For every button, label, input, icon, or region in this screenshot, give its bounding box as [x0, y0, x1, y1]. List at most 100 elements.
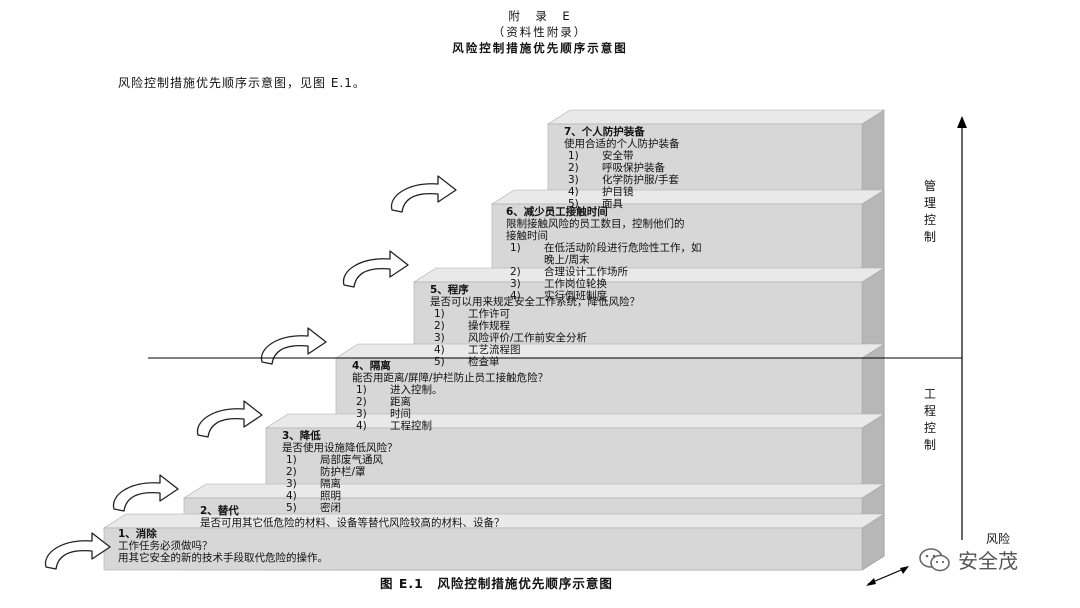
step-list-item: 5) 面具	[564, 198, 680, 210]
item-number: 1)	[568, 150, 579, 162]
step-description: 是否可用其它低危险的材料、设备等替代风险较高的材料、设备？	[200, 517, 505, 529]
step-list-item: 2)操作规程	[430, 320, 640, 332]
axis-arrowhead-icon	[957, 116, 967, 128]
item-number: 3)	[434, 332, 445, 344]
curved-arrow-shape	[44, 532, 111, 570]
step-list-item: 2) 距离	[352, 396, 548, 408]
step-list-item: 4) 工程控制	[352, 420, 548, 432]
curved-arrow-shape	[342, 250, 409, 288]
curved-arrow-shape	[260, 327, 327, 365]
intro-sentence: 风险控制措施优先顺序示意图，见图 E.1。	[118, 76, 366, 90]
step-description: 是否使用设施降低风险？	[282, 442, 398, 454]
item-text: 安全带	[602, 150, 634, 162]
step-title: 5、程序	[430, 284, 469, 296]
engineering-control-label: 工程控制	[923, 387, 936, 452]
item-number: 2)	[356, 396, 367, 408]
management-control-label: 管理控制	[923, 179, 936, 244]
appendix-subtitle: （资料性附录）	[492, 25, 588, 39]
step-description: 是否可以用来规定安全工作系统，降低风险？	[430, 296, 640, 308]
step-description: 接触时间	[506, 230, 548, 242]
risk-arrow-left-icon	[866, 578, 876, 586]
curved-arrow-shape	[196, 400, 263, 438]
step-description: 用其它安全的新的技术手段取代危险的操作。	[118, 552, 328, 564]
step-list-item: 1)在低活动阶段进行危险性工作，如	[506, 242, 702, 254]
item-text: 防护栏/罩	[320, 466, 366, 478]
item-number: 4)	[568, 186, 579, 198]
item-text: 工程控制	[390, 420, 432, 432]
step-list-item: 2) 防护栏/罩	[282, 466, 398, 478]
item-number: 4)	[356, 420, 367, 432]
curved-arrow-icon	[112, 474, 179, 512]
curved-arrow-icon	[342, 250, 409, 288]
stair-top-face	[546, 109, 886, 125]
item-text: 工作岗位轮换	[544, 278, 607, 290]
item-number: 4)	[286, 490, 297, 502]
step-list-item: 1) 安全带	[564, 150, 680, 162]
item-text: 呼吸保护装备	[602, 162, 665, 174]
step-title: 7、个人防护装备	[564, 126, 645, 138]
item-text: 护目镜	[602, 186, 634, 198]
curved-arrow-icon	[44, 532, 111, 570]
step-list-item: 4) 护目镜	[564, 186, 680, 198]
step-list-item: 4) 工艺流程图	[430, 344, 640, 356]
item-number: 3)	[510, 278, 521, 290]
item-number: 1)	[286, 454, 297, 466]
stair-front-face	[103, 527, 863, 571]
item-number: 3)	[568, 174, 579, 186]
step-title: 6、减少员工接触时间	[506, 206, 608, 218]
stair-top-face	[490, 189, 886, 205]
figure-caption: 图 E.1 风险控制措施优先顺序示意图	[380, 576, 613, 591]
watermark-text: 安全茂	[958, 549, 1018, 573]
item-number: 5)	[286, 502, 297, 514]
step-list-item: 晚上/周末	[506, 254, 702, 266]
curved-arrow-icon	[260, 327, 327, 365]
item-text: 操作规程	[468, 320, 510, 332]
step-list-item: 1)工作许可	[430, 308, 640, 320]
step-description: 工作任务必须做吗？	[118, 540, 213, 552]
item-text: 风险评价/工作前安全分析	[468, 332, 588, 344]
step-list-item: 3)隔离	[282, 478, 398, 490]
curved-arrows	[44, 175, 457, 570]
step-list-item: 3) 化学防护服/手套	[564, 174, 680, 186]
step-list-item: 1)进入控制。	[352, 384, 548, 396]
item-text: 工艺流程图	[468, 344, 521, 356]
item-number: 2)	[286, 466, 297, 478]
step-list-item: 5) 密闭	[282, 502, 398, 514]
risk-label: 风险	[986, 532, 1011, 546]
item-text: 局部废气通风	[320, 454, 383, 466]
item-text: 密闭	[320, 502, 341, 514]
step-list-item: 2) 呼吸保护装备	[564, 162, 680, 174]
step-title: 3、降低	[282, 430, 321, 442]
item-text: 晚上/周末	[544, 254, 590, 266]
step-description: 使用合适的个人防护装备	[564, 138, 680, 150]
item-text: 距离	[390, 396, 411, 408]
step-list-item: 2)合理设计工作场所	[506, 266, 702, 278]
item-text: 照明	[320, 490, 341, 502]
item-number: 2)	[568, 162, 579, 174]
item-text: 化学防护服/手套	[602, 174, 680, 186]
step-list-item: 3) 工作岗位轮换	[506, 278, 702, 290]
item-number: 4)	[434, 344, 445, 356]
item-number: 5)	[434, 356, 445, 368]
stair-step-1	[102, 513, 886, 571]
step-list-item: 4) 实行倒班制度	[506, 290, 702, 302]
step-list-item: 1) 局部废气通风	[282, 454, 398, 466]
item-text: 面具	[602, 198, 623, 210]
step-description: 能否用距离/屏障/护栏防止员工接触危险？	[352, 372, 549, 384]
step-title: 1、消除	[118, 528, 157, 540]
curved-arrow-icon	[390, 175, 457, 213]
step-description: 限制接触风险的员工数目，控制他们的	[506, 218, 685, 230]
item-text: 在低活动阶段进行危险性工作，如	[544, 242, 702, 254]
item-number: 1)	[356, 384, 367, 396]
item-number: 3)	[286, 478, 297, 490]
step-list-item: 3)时间	[352, 408, 548, 420]
item-number: 4)	[510, 290, 521, 302]
item-number: 5)	[568, 198, 579, 210]
item-text: 实行倒班制度	[544, 290, 607, 302]
diagram-heading: 风险控制措施优先顺序示意图	[452, 41, 628, 55]
curved-arrow-shape	[112, 474, 179, 512]
